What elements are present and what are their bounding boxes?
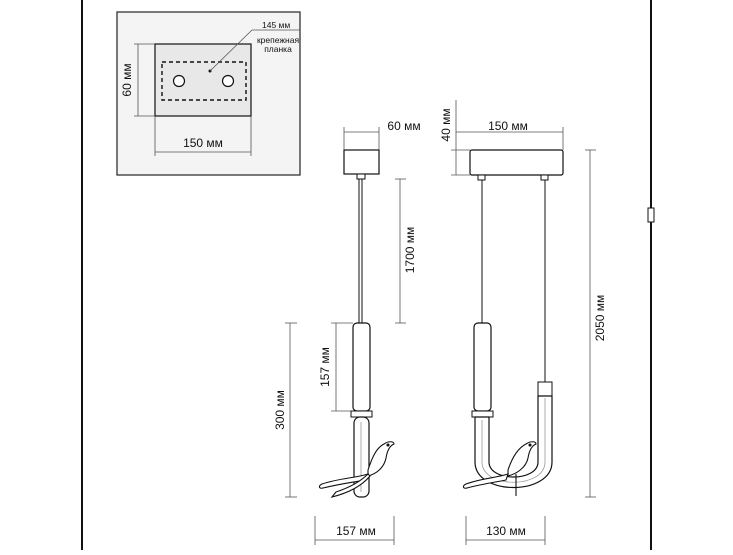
right-body-tube [473,322,492,412]
frame-notch [647,207,655,223]
left-view-lamp: 60 мм 1700 мм 157 мм 300 мм 157 мм [273,119,421,545]
left-total-height-label: 300 мм [273,390,287,430]
left-body-tube [352,322,371,412]
left-canopy-collar [356,173,366,180]
right-ring [471,410,494,418]
bracket-name-line2: планка [264,44,292,54]
screw-hole-left [172,74,186,88]
left-cable-length-label: 1700 мм [403,227,417,274]
mounting-plate-inset: 145 мм крепежная планка 60 мм 150 мм [116,11,301,176]
bracket-name-line1: крепежная [257,35,300,45]
inset-height-label: 60 мм [120,63,134,96]
right-total-height-label: 2050 мм [593,295,607,342]
left-ring [350,410,373,418]
left-bottom-width-label: 157 мм [336,524,376,538]
right-u-tube-inner [481,398,546,483]
right-bottom-width-label: 130 мм [486,524,526,538]
right-canopy-height-label: 40 мм [439,108,453,141]
right-connector [537,381,553,397]
right-canopy [469,149,564,176]
left-canopy [343,149,380,175]
left-body-length-label: 157 мм [318,347,332,387]
left-canopy-width-label: 60 мм [387,119,420,133]
screw-hole-right [221,74,235,88]
right-canopy-collar-left [477,174,486,181]
bracket-length-label: 145 мм [262,20,290,30]
canopy-plate [154,43,252,117]
inset-width-label: 150 мм [183,136,223,150]
right-canopy-width-label: 150 мм [488,119,528,133]
bracket-leader-line [209,29,253,72]
left-bird-figure [318,441,395,498]
right-bird-figure [462,441,537,496]
right-view-lamp: 40 мм 150 мм 2050 мм 130 мм [439,100,607,545]
mounting-bracket-outline [161,61,247,101]
right-canopy-collar-right [540,174,549,181]
